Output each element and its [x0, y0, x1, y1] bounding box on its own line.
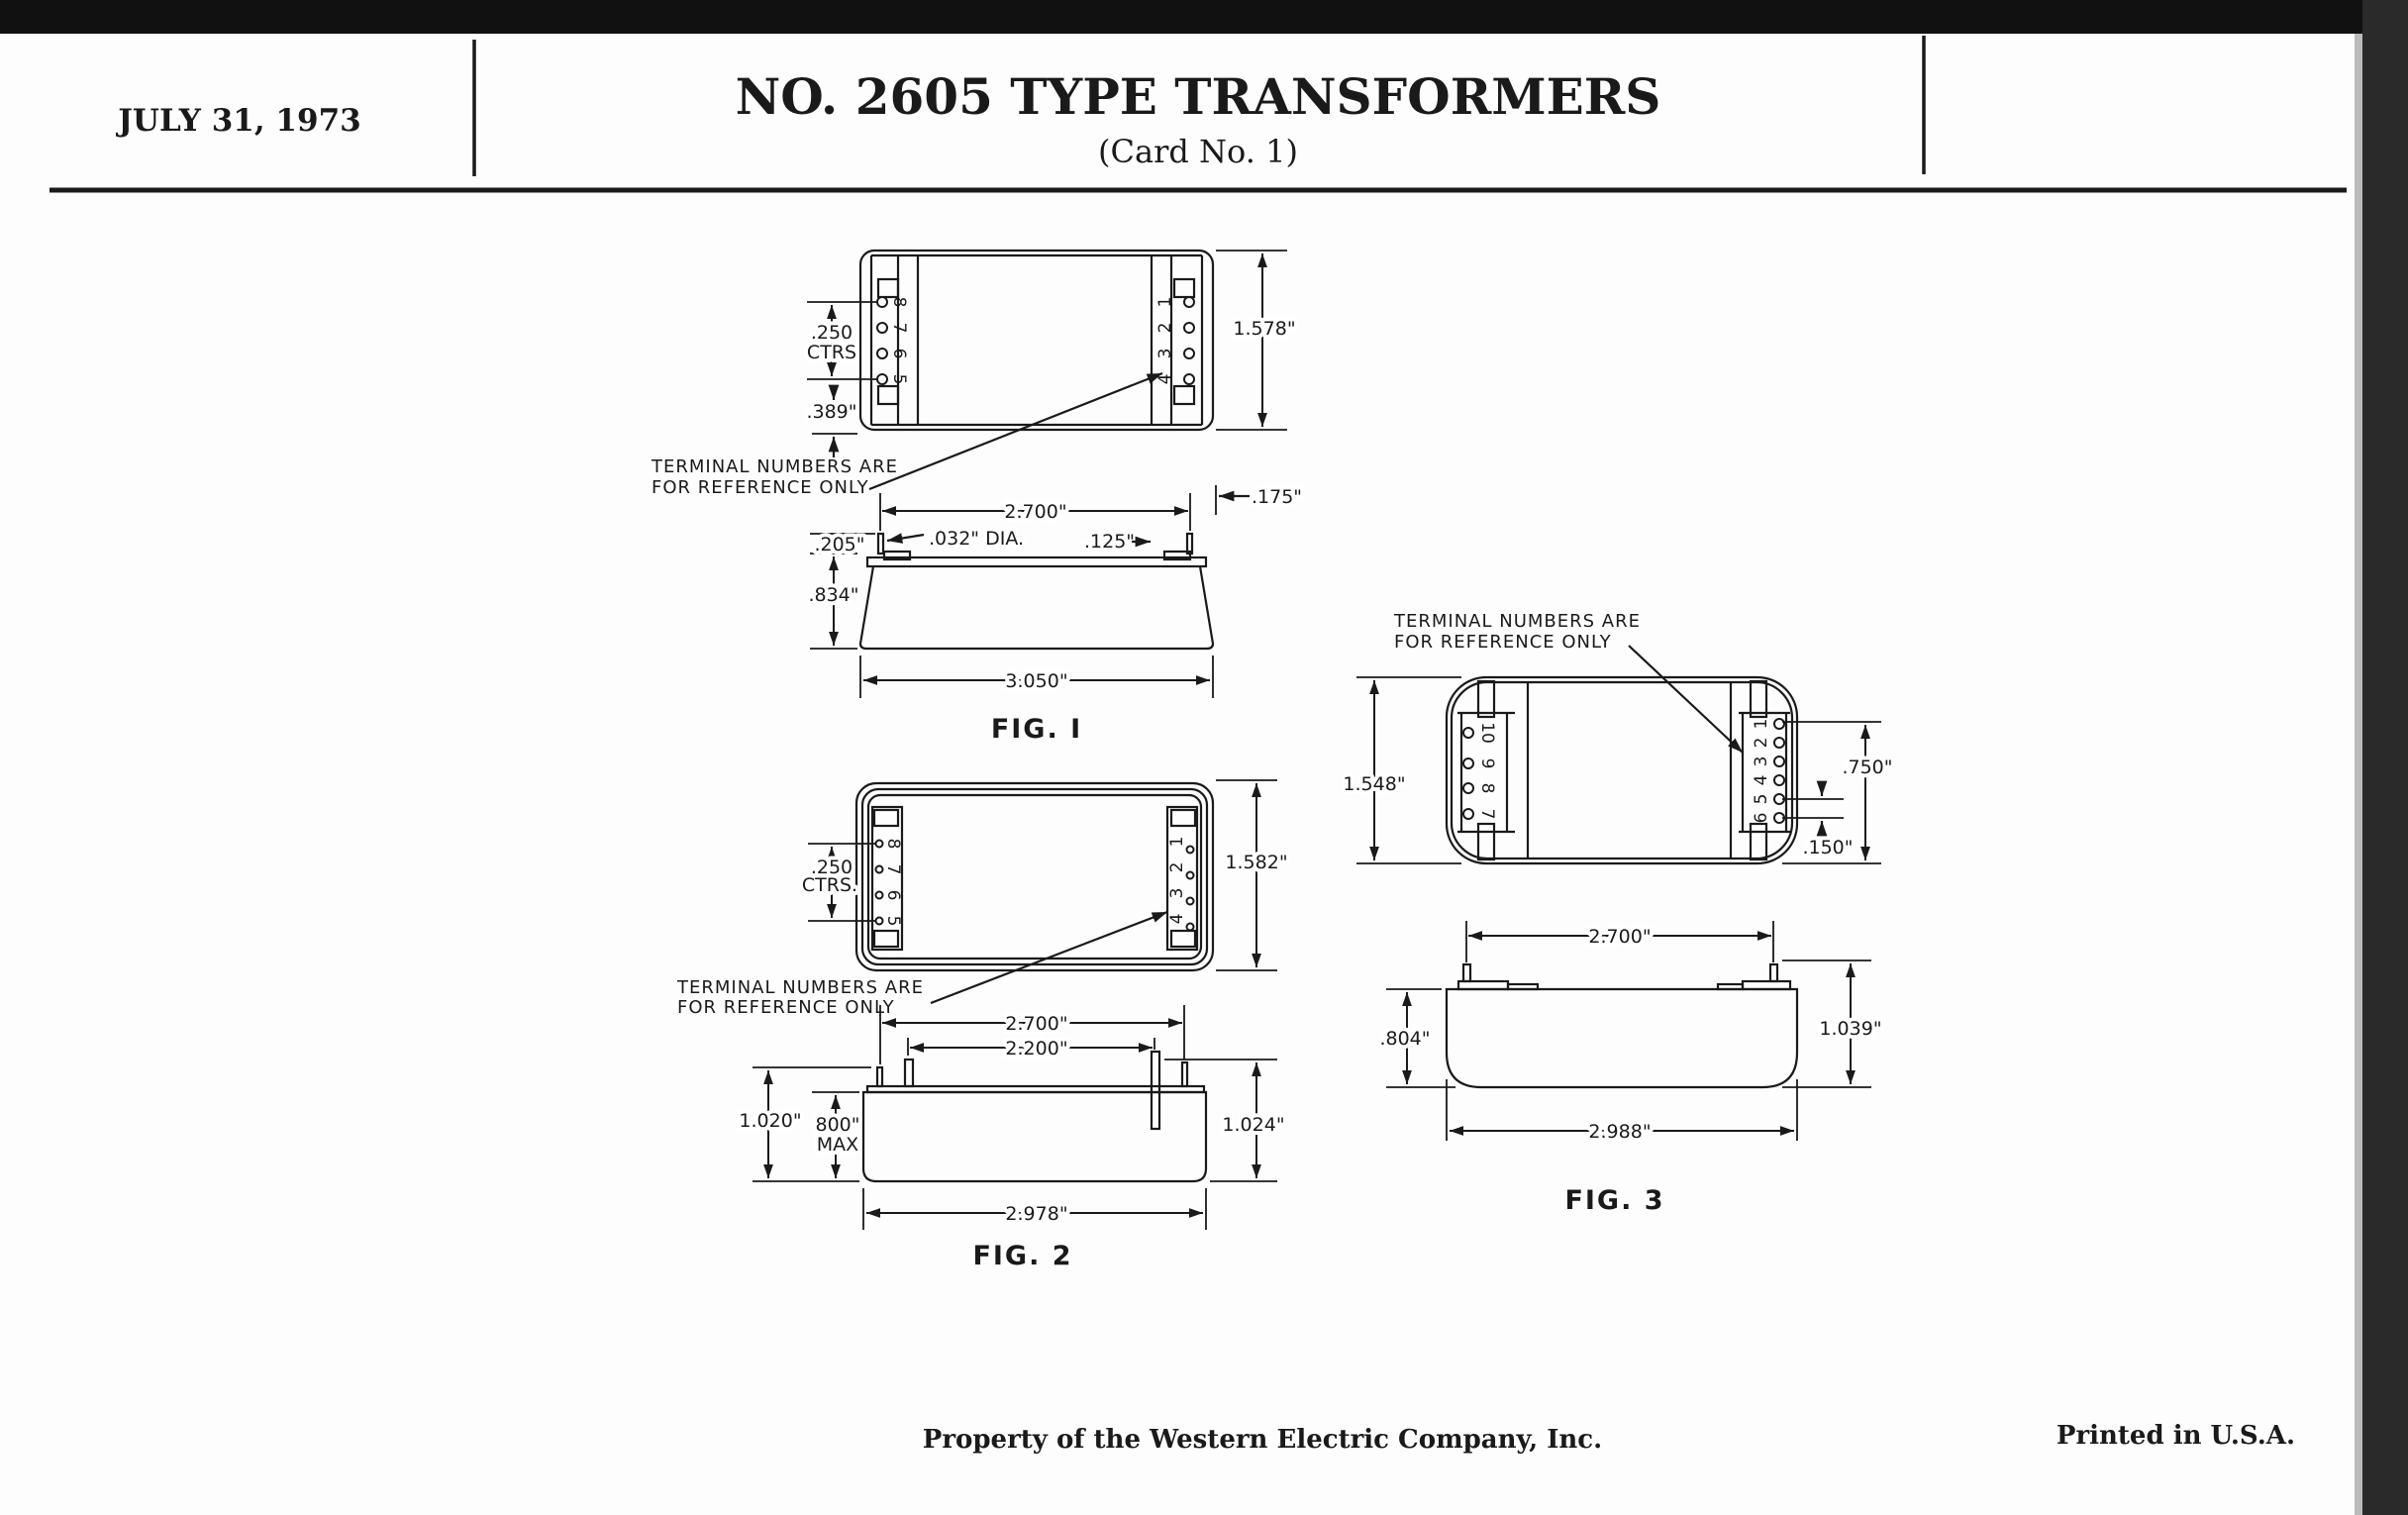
figure-2: 8 7 6 5 1 2 3 4 1.582" .250 CTRS. TERMIN… [676, 779, 1292, 1271]
terminal-number: 5 [1752, 794, 1771, 805]
fig3-height-label: 1.548" [1343, 773, 1405, 795]
fig3-terminal-span-label: .750" [1842, 757, 1892, 778]
fig1-side-view [858, 532, 1215, 651]
fig1-body-height-label: .834" [808, 584, 858, 606]
scan-border-right [2362, 0, 2408, 1515]
fig2-body-height-note: MAX [817, 1134, 858, 1156]
fig3-top-view: 10 9 8 7 1 2 3 4 5 6 [1445, 675, 1799, 865]
fig1-terminal-note: FOR REFERENCE ONLY [652, 477, 869, 498]
fig3-terminal-note: FOR REFERENCE ONLY [1394, 632, 1612, 653]
fig1-pin-inset-label: .175" [1252, 486, 1302, 508]
terminal-number: 1 [1752, 719, 1771, 730]
fig1-ctrs-label: CTRS [807, 342, 856, 363]
fig2-terminal-note: FOR REFERENCE ONLY [677, 997, 895, 1018]
terminal-number: 8 [1477, 783, 1497, 794]
fig1-edge-offset-label: .389" [806, 401, 856, 423]
fig1-terminal-note: TERMINAL NUMBERS ARE [651, 456, 898, 477]
scan-border-top [0, 0, 2408, 34]
header: JULY 31, 1973 NO. 2605 TYPE TRANSFORMERS… [50, 36, 2347, 193]
fig3-pin-span-label: 2.700" [1588, 926, 1651, 948]
terminal-number: 7 [883, 864, 903, 875]
fig2-top-view: 8 7 6 5 1 2 3 4 [854, 781, 1215, 972]
fig3-terminal-pitch-label: .150" [1802, 837, 1853, 858]
terminal-number: 4 [1155, 374, 1175, 385]
terminal-number: 8 [889, 297, 909, 308]
figure-3: TERMINAL NUMBERS ARE FOR REFERENCE ONLY … [1339, 611, 1896, 1216]
fig1-width-label: 3.050" [1005, 670, 1067, 692]
fig2-body-height-label: 800" [815, 1114, 859, 1136]
terminal-number: 8 [883, 839, 903, 850]
fig1-caption: FIG. I [991, 714, 1082, 745]
terminal-number: 3 [1752, 757, 1771, 767]
terminal-number: 7 [1477, 809, 1497, 820]
fig2-side-view [861, 1050, 1208, 1183]
terminal-number: 6 [889, 349, 909, 359]
fig2-stud-span-label: 2.200" [1005, 1038, 1067, 1060]
fig2-height-label: 1.582" [1225, 852, 1287, 873]
fig3-overall-height-label: 1.039" [1819, 1018, 1881, 1040]
terminal-number: 4 [1752, 775, 1771, 786]
terminal-number: 2 [1167, 862, 1187, 873]
terminal-number: 2 [1155, 323, 1175, 334]
footer-printed: Printed in U.S.A. [2057, 1421, 2295, 1451]
fig2-pin-span-label: 2.700" [1005, 1013, 1067, 1035]
figure-1: 8 7 6 5 1 2 3 4 1.578" .250 CTRS .389" T… [651, 249, 1306, 745]
fig3-caption: FIG. 3 [1564, 1185, 1664, 1216]
fig2-ctrs-value: .250 [811, 857, 853, 878]
terminal-number: 5 [883, 916, 903, 927]
terminal-number: 4 [1167, 914, 1187, 925]
terminal-number: 2 [1752, 738, 1771, 749]
terminal-number: 3 [1167, 888, 1187, 899]
fig1-ctrs-value: .250 [811, 322, 853, 344]
fig1-pin-span-label: 2.700" [1004, 501, 1066, 523]
terminal-number: 9 [1477, 758, 1497, 769]
fig3-width-label: 2.988" [1588, 1121, 1651, 1143]
footer-property: Property of the Western Electric Company… [923, 1425, 1602, 1455]
fig2-ctrs-label: CTRS. [802, 874, 857, 896]
fig3-body-height-label: .804" [1379, 1028, 1430, 1050]
terminal-number: 5 [889, 374, 909, 385]
header-date: JULY 31, 1973 [115, 103, 360, 139]
fig1-pin-offset-label: .125" [1084, 531, 1135, 553]
fig1-top-view: 8 7 6 5 1 2 3 4 [858, 249, 1215, 432]
fig2-width-label: 2.978" [1005, 1203, 1067, 1225]
terminal-number: 7 [889, 323, 909, 334]
page-subtitle: (Card No. 1) [1098, 133, 1298, 170]
terminal-number: 10 [1477, 722, 1497, 744]
terminal-number: 1 [1167, 837, 1187, 848]
fig3-side-view [1445, 962, 1799, 1089]
page-title: NO. 2605 TYPE TRANSFORMERS [736, 67, 1661, 126]
fig1-pin-height-label: .205" [814, 534, 864, 556]
fig2-overall-height-left-label: 1.020" [739, 1110, 801, 1132]
fig2-caption: FIG. 2 [972, 1241, 1072, 1271]
fig2-overall-height-right-label: 1.024" [1222, 1114, 1284, 1136]
terminal-number: 1 [1155, 297, 1175, 308]
terminal-number: 6 [883, 890, 903, 901]
fig1-height-label: 1.578" [1233, 318, 1295, 340]
fig1-pin-dia-label: .032" DIA. [929, 528, 1024, 550]
fig3-terminal-note: TERMINAL NUMBERS ARE [1393, 611, 1641, 632]
fig2-terminal-note: TERMINAL NUMBERS ARE [676, 977, 924, 998]
terminal-number: 6 [1752, 813, 1771, 824]
terminal-number: 3 [1155, 349, 1175, 359]
